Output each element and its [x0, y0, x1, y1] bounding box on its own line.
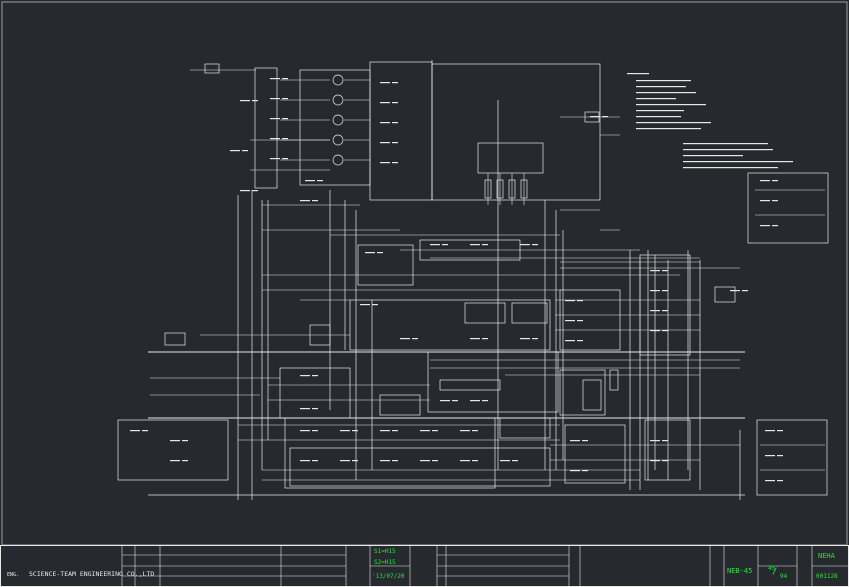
sheet-divider: /: [772, 567, 778, 577]
general-notes: [627, 73, 793, 169]
spec-line-2: S2=H15: [374, 559, 396, 566]
sheet-total: 94: [780, 573, 788, 580]
title-block-grid: [0, 545, 849, 587]
title-block: ENG. SCIENCE-TEAM ENGINEERING CO.,LTD S1…: [0, 545, 849, 587]
spec-line-1: S1=H15: [374, 548, 396, 555]
company-name: SCIENCE-TEAM ENGINEERING CO.,LTD: [29, 570, 155, 578]
schematic-boxes: [117, 61, 829, 496]
sheet-code: NEB-45: [727, 567, 753, 575]
sheet-border: [1, 1, 848, 546]
project-code: NEHA: [818, 552, 835, 560]
revision-code: 001128: [816, 573, 838, 580]
drawing-date: '13/07/20: [372, 573, 405, 580]
company-prefix: ENG.: [7, 572, 20, 578]
schematic-lines: [148, 60, 825, 500]
sheet-number: 45: [768, 565, 776, 572]
schematic-labels: [130, 78, 783, 482]
